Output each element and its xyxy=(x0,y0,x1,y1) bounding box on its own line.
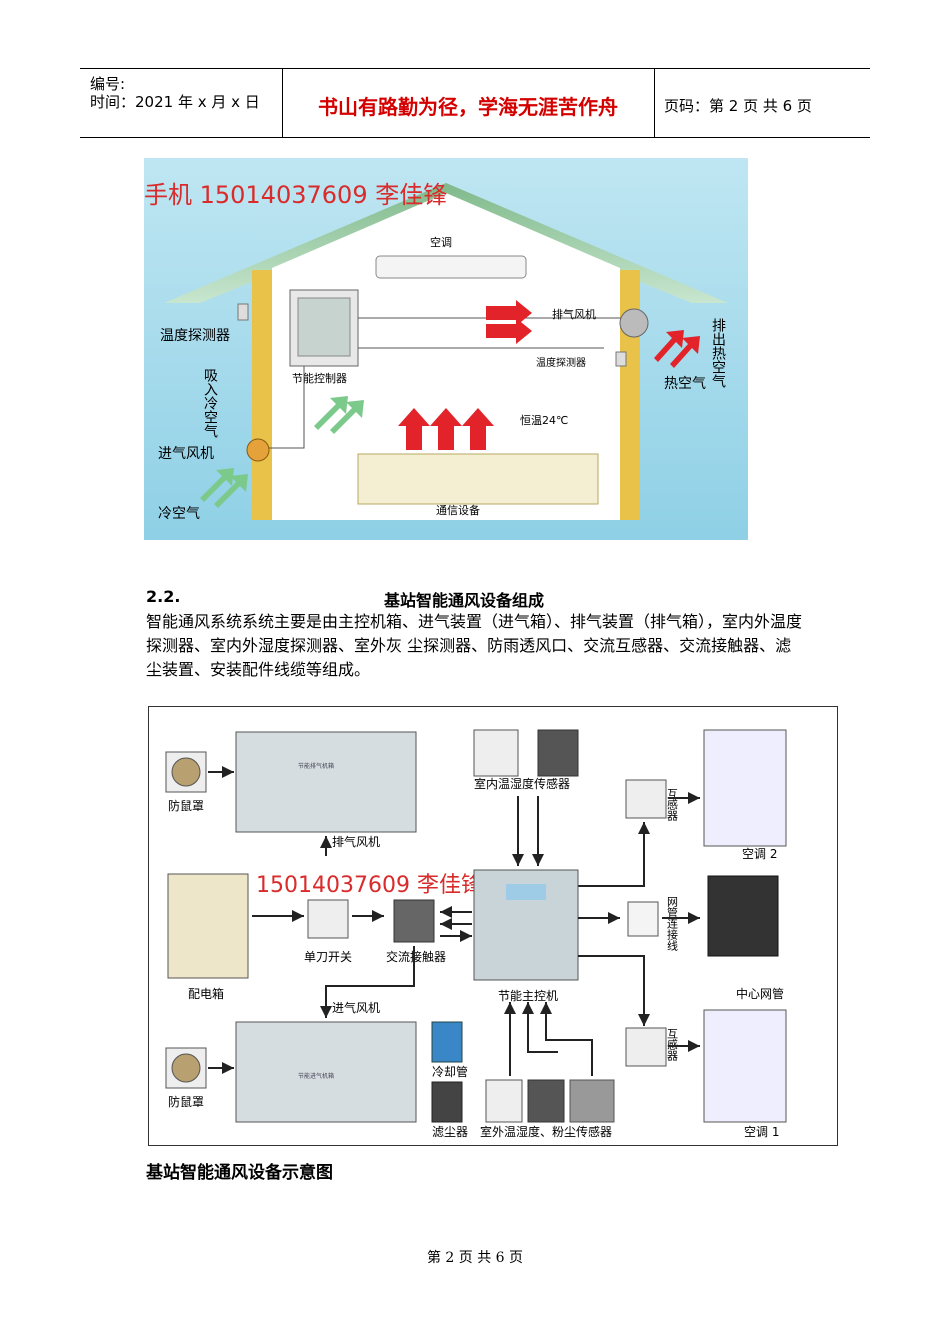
controller-label: 节能控制器 xyxy=(292,371,347,385)
document-time: 时间：2021 年 x 月 x 日 xyxy=(90,93,260,111)
outdoor-sensor-icon-1 xyxy=(485,1079,523,1123)
exhaust-fan-label: 排气风机 xyxy=(552,307,596,321)
roof xyxy=(164,183,728,303)
header-right-cell: 页码：第 2 页 共 6 页 xyxy=(655,69,870,137)
cooling-pipe-icon xyxy=(431,1021,463,1063)
arrow-outdoor-sensor-3 xyxy=(540,1002,593,1076)
intake-box-text: 节能进气机箱 xyxy=(298,1072,334,1080)
page-footer: 第 2 页 共 6 页 xyxy=(426,1250,524,1266)
header-left-cell: 编号: 时间：2021 年 x 月 x 日 xyxy=(80,69,283,137)
temp-detector-left-icon xyxy=(237,303,249,321)
network-cable-icon xyxy=(627,901,659,937)
ac1-label: 空调 1 xyxy=(744,1125,779,1139)
intake-cold-air-label: 吸入冷空气 xyxy=(202,368,218,438)
section-paragraph: 智能通风系统系统主要是由主控机箱、进气装置（进气箱）、排气装置（排气箱），室内外… xyxy=(146,612,803,679)
header-table: 编号: 时间：2021 年 x 月 x 日 书山有路勤为径，学海无涯苦作舟 页码… xyxy=(80,68,870,138)
hot-air-label: 热空气 xyxy=(664,376,706,392)
ac1-icon xyxy=(703,1009,787,1123)
arrow-intake-fan xyxy=(320,946,415,1018)
cold-air-arrows xyxy=(200,396,364,508)
hot-air-arrows xyxy=(654,330,700,368)
exhaust-box-icon xyxy=(235,731,417,833)
air-conditioner-label: 空调 xyxy=(430,235,452,249)
transformer-bottom-label: 互感器 xyxy=(666,1028,679,1062)
page-info: 页码：第 2 页 共 6 页 xyxy=(664,97,812,115)
left-wall xyxy=(252,270,272,520)
network-cable-label: 网管连接线 xyxy=(666,896,679,951)
exhaust-fan-label: 排气风机 xyxy=(332,834,380,849)
header-center-cell: 书山有路勤为径，学海无涯苦作舟 xyxy=(282,69,655,137)
transformer-top-label: 互感器 xyxy=(666,788,679,822)
controller-panel xyxy=(297,297,351,357)
figure2-watermark: 15014037609 李佳锋 xyxy=(256,873,483,898)
ac2-icon xyxy=(703,729,787,847)
cold-air-label: 冷空气 xyxy=(158,506,200,522)
air-conditioner-icon xyxy=(375,255,527,279)
section-number: 2.2. xyxy=(146,587,181,606)
cooling-pipe-label: 冷却管 xyxy=(432,1064,468,1079)
arrow-transformer-bottom xyxy=(578,955,650,1026)
center-nms-label: 中心网管 xyxy=(736,986,784,1001)
dust-filter-label: 滤尘器 xyxy=(432,1125,468,1139)
comm-equipment-label: 通信设备 xyxy=(436,503,480,517)
comm-equipment-icon xyxy=(357,453,599,505)
main-controller-display xyxy=(506,884,546,900)
rat-guard-bottom-label: 防鼠罩 xyxy=(168,1094,204,1109)
ventilation-principle-figure: 手机 15014037609 李佳锋 空调 节能控制器 排气风机 温度探测器 温… xyxy=(144,158,748,540)
temp-detector-right-icon xyxy=(615,351,627,367)
document-number: 编号: xyxy=(90,75,126,93)
rising-heat-arrows xyxy=(398,408,494,450)
house-interior xyxy=(272,193,620,520)
outdoor-sensor-icon-2 xyxy=(527,1079,565,1123)
exhaust-arrows xyxy=(486,300,532,344)
constant-temp-label: 恒温24℃ xyxy=(520,414,568,427)
outdoor-sensor-icon-3 xyxy=(569,1079,615,1123)
indoor-sensor-icon-2 xyxy=(537,729,579,777)
distribution-box-icon xyxy=(167,873,249,979)
transformer-top-icon xyxy=(625,779,667,819)
intake-fan-label: 进气风机 xyxy=(158,446,214,462)
ac2-label: 空调 2 xyxy=(742,847,777,861)
intake-fan-label: 进气风机 xyxy=(332,1000,380,1015)
indoor-sensor-label: 室内温湿度传感器 xyxy=(474,776,570,791)
right-wall xyxy=(620,270,640,520)
intake-fan-icon xyxy=(246,438,270,462)
contactor-label: 交流接触器 xyxy=(386,949,446,964)
temp-detector-left-label: 温度探测器 xyxy=(160,328,230,344)
knife-switch-icon xyxy=(307,899,349,939)
section-title: 基站智能通风设备组成 xyxy=(384,591,545,610)
exhaust-box-text: 节能排气机箱 xyxy=(298,762,334,770)
rat-guard-top-lens xyxy=(171,757,201,787)
figure1-watermark: 手机 15014037609 李佳锋 xyxy=(144,181,447,209)
intake-box-icon xyxy=(235,1021,417,1123)
exhaust-fan-icon xyxy=(619,308,649,338)
figure-caption: 基站智能通风设备示意图 xyxy=(146,1163,333,1183)
exhaust-hot-air-label: 排出热空气 xyxy=(710,318,726,388)
main-controller-label: 节能主控机 xyxy=(498,989,558,1003)
arrow-outdoor-sensor-2 xyxy=(522,1002,558,1053)
indoor-sensor-icon-1 xyxy=(473,729,519,777)
contactor-icon xyxy=(393,899,435,943)
distribution-box-label: 配电箱 xyxy=(188,986,224,1001)
dust-filter-icon xyxy=(431,1081,463,1123)
transformer-bottom-icon xyxy=(625,1027,667,1067)
temp-detector-right-label: 温度探测器 xyxy=(536,356,586,369)
arrow-transformer-top xyxy=(578,822,650,887)
header-motto: 书山有路勤为径，学海无涯苦作舟 xyxy=(318,95,618,119)
outdoor-sensor-label: 室外温湿度、粉尘传感器 xyxy=(480,1124,612,1139)
rat-guard-top-label: 防鼠罩 xyxy=(168,798,204,813)
equipment-composition-diagram: 防鼠罩 节能排气机箱 排气风机 室内温湿度传感器 互感器 空调 2 配电箱 15… xyxy=(148,706,838,1146)
center-nms-icon xyxy=(707,875,779,957)
knife-switch-label: 单刀开关 xyxy=(304,950,352,964)
wire-2 xyxy=(262,366,305,449)
rat-guard-bottom-lens xyxy=(171,1053,201,1083)
